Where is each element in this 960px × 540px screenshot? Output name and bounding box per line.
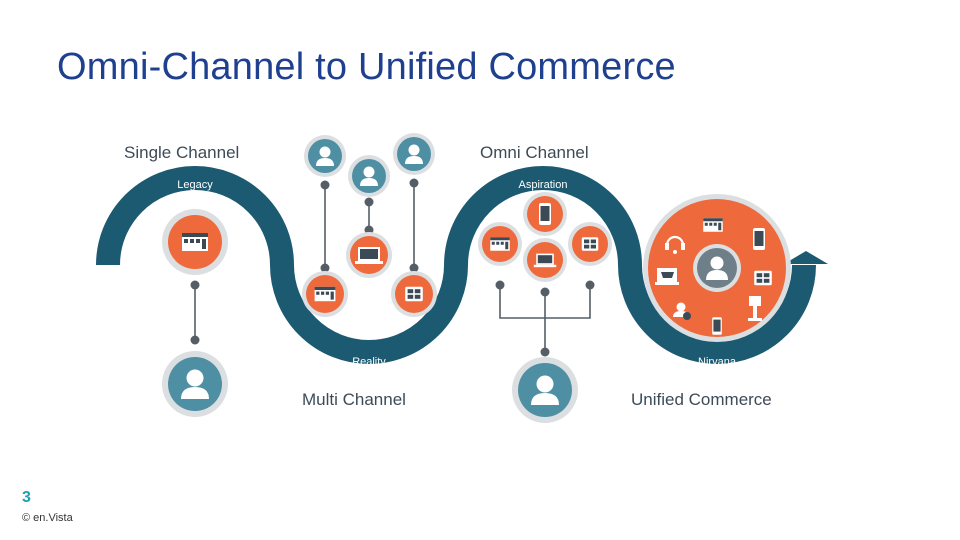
multi-store-node bbox=[302, 271, 348, 317]
heading-omni-channel: Omni Channel bbox=[480, 143, 589, 162]
evolution-band bbox=[96, 166, 816, 364]
legacy-store-node bbox=[162, 209, 228, 275]
band-label-aspiration: Aspiration bbox=[519, 179, 568, 191]
omni-store-node bbox=[478, 222, 522, 266]
forward-arrow-icon bbox=[784, 251, 828, 264]
heading-unified-commerce: Unified Commerce bbox=[631, 390, 772, 409]
add-user-icon bbox=[673, 302, 691, 320]
tablet-icon bbox=[754, 270, 772, 286]
multi-laptop-node bbox=[346, 232, 392, 278]
mobile-icon bbox=[753, 228, 765, 250]
omni-laptop-node bbox=[523, 238, 567, 282]
tablet-icon bbox=[405, 286, 423, 302]
band-label-legacy: Legacy bbox=[177, 179, 213, 191]
copyright-notice: © en.Vista bbox=[22, 512, 73, 524]
omni-tablet-node bbox=[568, 222, 612, 266]
tablet-icon bbox=[581, 237, 599, 251]
unified-center-person bbox=[693, 244, 741, 292]
laptop-icon bbox=[355, 247, 383, 264]
omni-customer-node bbox=[512, 357, 578, 423]
legacy-customer-node bbox=[162, 351, 228, 417]
store-icon bbox=[703, 218, 723, 232]
band-label-reality: Reality bbox=[352, 356, 386, 368]
store-icon bbox=[314, 286, 336, 302]
person-icon bbox=[512, 357, 578, 423]
unified-hub bbox=[643, 194, 791, 342]
connector-lines bbox=[194, 183, 591, 352]
omni-mobile-node bbox=[523, 192, 567, 236]
store-icon bbox=[182, 233, 208, 251]
multi-customer-2 bbox=[348, 155, 390, 197]
kiosk-icon bbox=[748, 296, 762, 321]
headset-icon bbox=[665, 235, 685, 254]
person-icon bbox=[162, 351, 228, 417]
page-title: Omni-Channel to Unified Commerce bbox=[57, 46, 676, 88]
heading-multi-channel: Multi Channel bbox=[302, 390, 406, 409]
person-icon bbox=[348, 155, 390, 197]
cart-icon bbox=[655, 268, 679, 285]
person-icon bbox=[304, 135, 346, 177]
page-number: 3 bbox=[22, 489, 31, 506]
multi-tablet-node bbox=[391, 271, 437, 317]
mobile-icon bbox=[712, 317, 722, 335]
multi-customer-1 bbox=[304, 135, 346, 177]
multi-customer-3 bbox=[393, 133, 435, 175]
person-icon bbox=[393, 133, 435, 175]
connector-dots bbox=[190, 178, 595, 357]
mobile-icon bbox=[539, 203, 551, 225]
laptop-icon bbox=[533, 253, 557, 268]
store-icon bbox=[490, 237, 510, 251]
heading-single-channel: Single Channel bbox=[124, 143, 239, 162]
band-label-nirvana: Nirvana bbox=[698, 356, 737, 368]
